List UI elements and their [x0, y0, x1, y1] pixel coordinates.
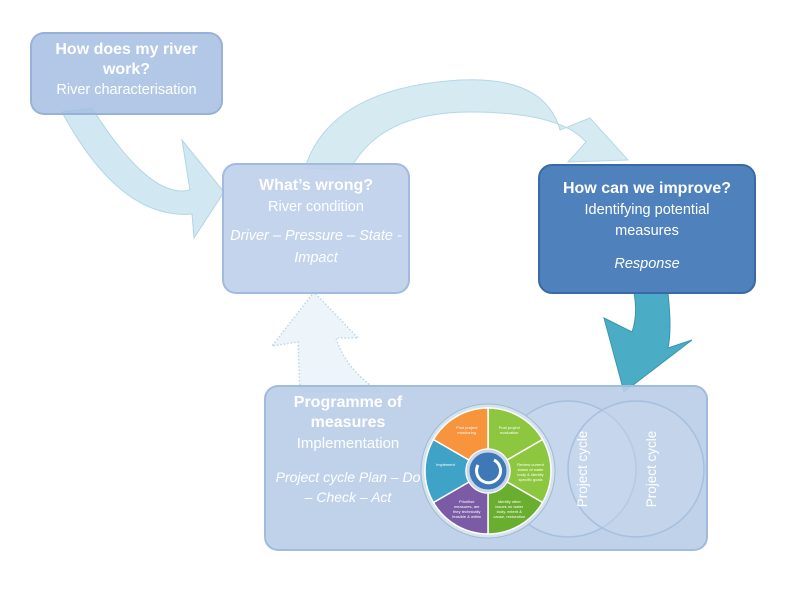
- river-box-title: How does my river work?: [55, 41, 198, 78]
- programme-box-text: Programme of measures Implementation Pro…: [270, 393, 426, 507]
- wheel-hub-cycle-icon: [475, 458, 503, 485]
- wheel-segment-label-6: Post project monitoring: [456, 425, 478, 436]
- wheel-segment-label-2: Review current status of water body & id…: [517, 462, 544, 482]
- improve-box-response: Response: [614, 256, 680, 272]
- arrow-improvement-to-programme: [603, 292, 693, 393]
- venn-left-label-text: Project cycle: [575, 430, 590, 508]
- wheel-segment-text-4: Prioritise measures, are they technicall…: [452, 498, 482, 519]
- river-condition-box: What’s wrong? River condition Driver – P…: [222, 163, 410, 294]
- wheel-segment-label-3: Identify other issues on water body, ext…: [493, 499, 525, 519]
- river-box-subtitle: River characterisation: [56, 82, 197, 98]
- wheel-segment-label-1: Post project evaluation: [498, 425, 520, 436]
- venn-right-label: Project cycle: [632, 414, 672, 524]
- wheel-segment-text-1: Post project evaluation: [498, 425, 520, 436]
- river-characterisation-box: How does my river work? River characteri…: [30, 32, 223, 115]
- wheel-segment-text-2: Review current status of water body & id…: [517, 462, 544, 482]
- wheel-segment-label-5: Implement: [436, 462, 455, 467]
- arrow-characterisation-to-condition: [61, 107, 225, 240]
- wheel-segment-6: [432, 407, 489, 462]
- venn-circle-right: [567, 400, 705, 538]
- wrong-box-subtitle: River condition: [268, 199, 364, 215]
- wrong-box-dpsi: Driver – Pressure – State - Impact: [230, 228, 402, 266]
- improve-box-subtitle: Identifying potential measures: [584, 202, 710, 239]
- wrong-box-title: What’s wrong?: [258, 177, 374, 194]
- improvement-box: How can we improve? Identifying potentia…: [538, 164, 756, 294]
- wheel-segment-label-4: Prioritise measures, are they technicall…: [452, 498, 482, 519]
- wheel-segment-text-3: Identify other issues on water body, ext…: [493, 498, 526, 519]
- arrow-condition-to-improvement: [304, 79, 630, 171]
- improve-box-title: How can we improve?: [562, 180, 732, 197]
- wheel-segment-text-5: Implement: [436, 462, 455, 467]
- venn-right-label-text: Project cycle: [644, 430, 659, 508]
- venn-left-label: Project cycle: [563, 414, 603, 524]
- programme-box-cycle: Project cycle Plan – Do – Check – Act: [275, 469, 421, 505]
- wheel-segment-text-6: Post project monitoring: [456, 425, 478, 436]
- programme-box-title: Programme of measures: [293, 394, 403, 431]
- programme-box-subtitle: Implementation: [296, 435, 400, 452]
